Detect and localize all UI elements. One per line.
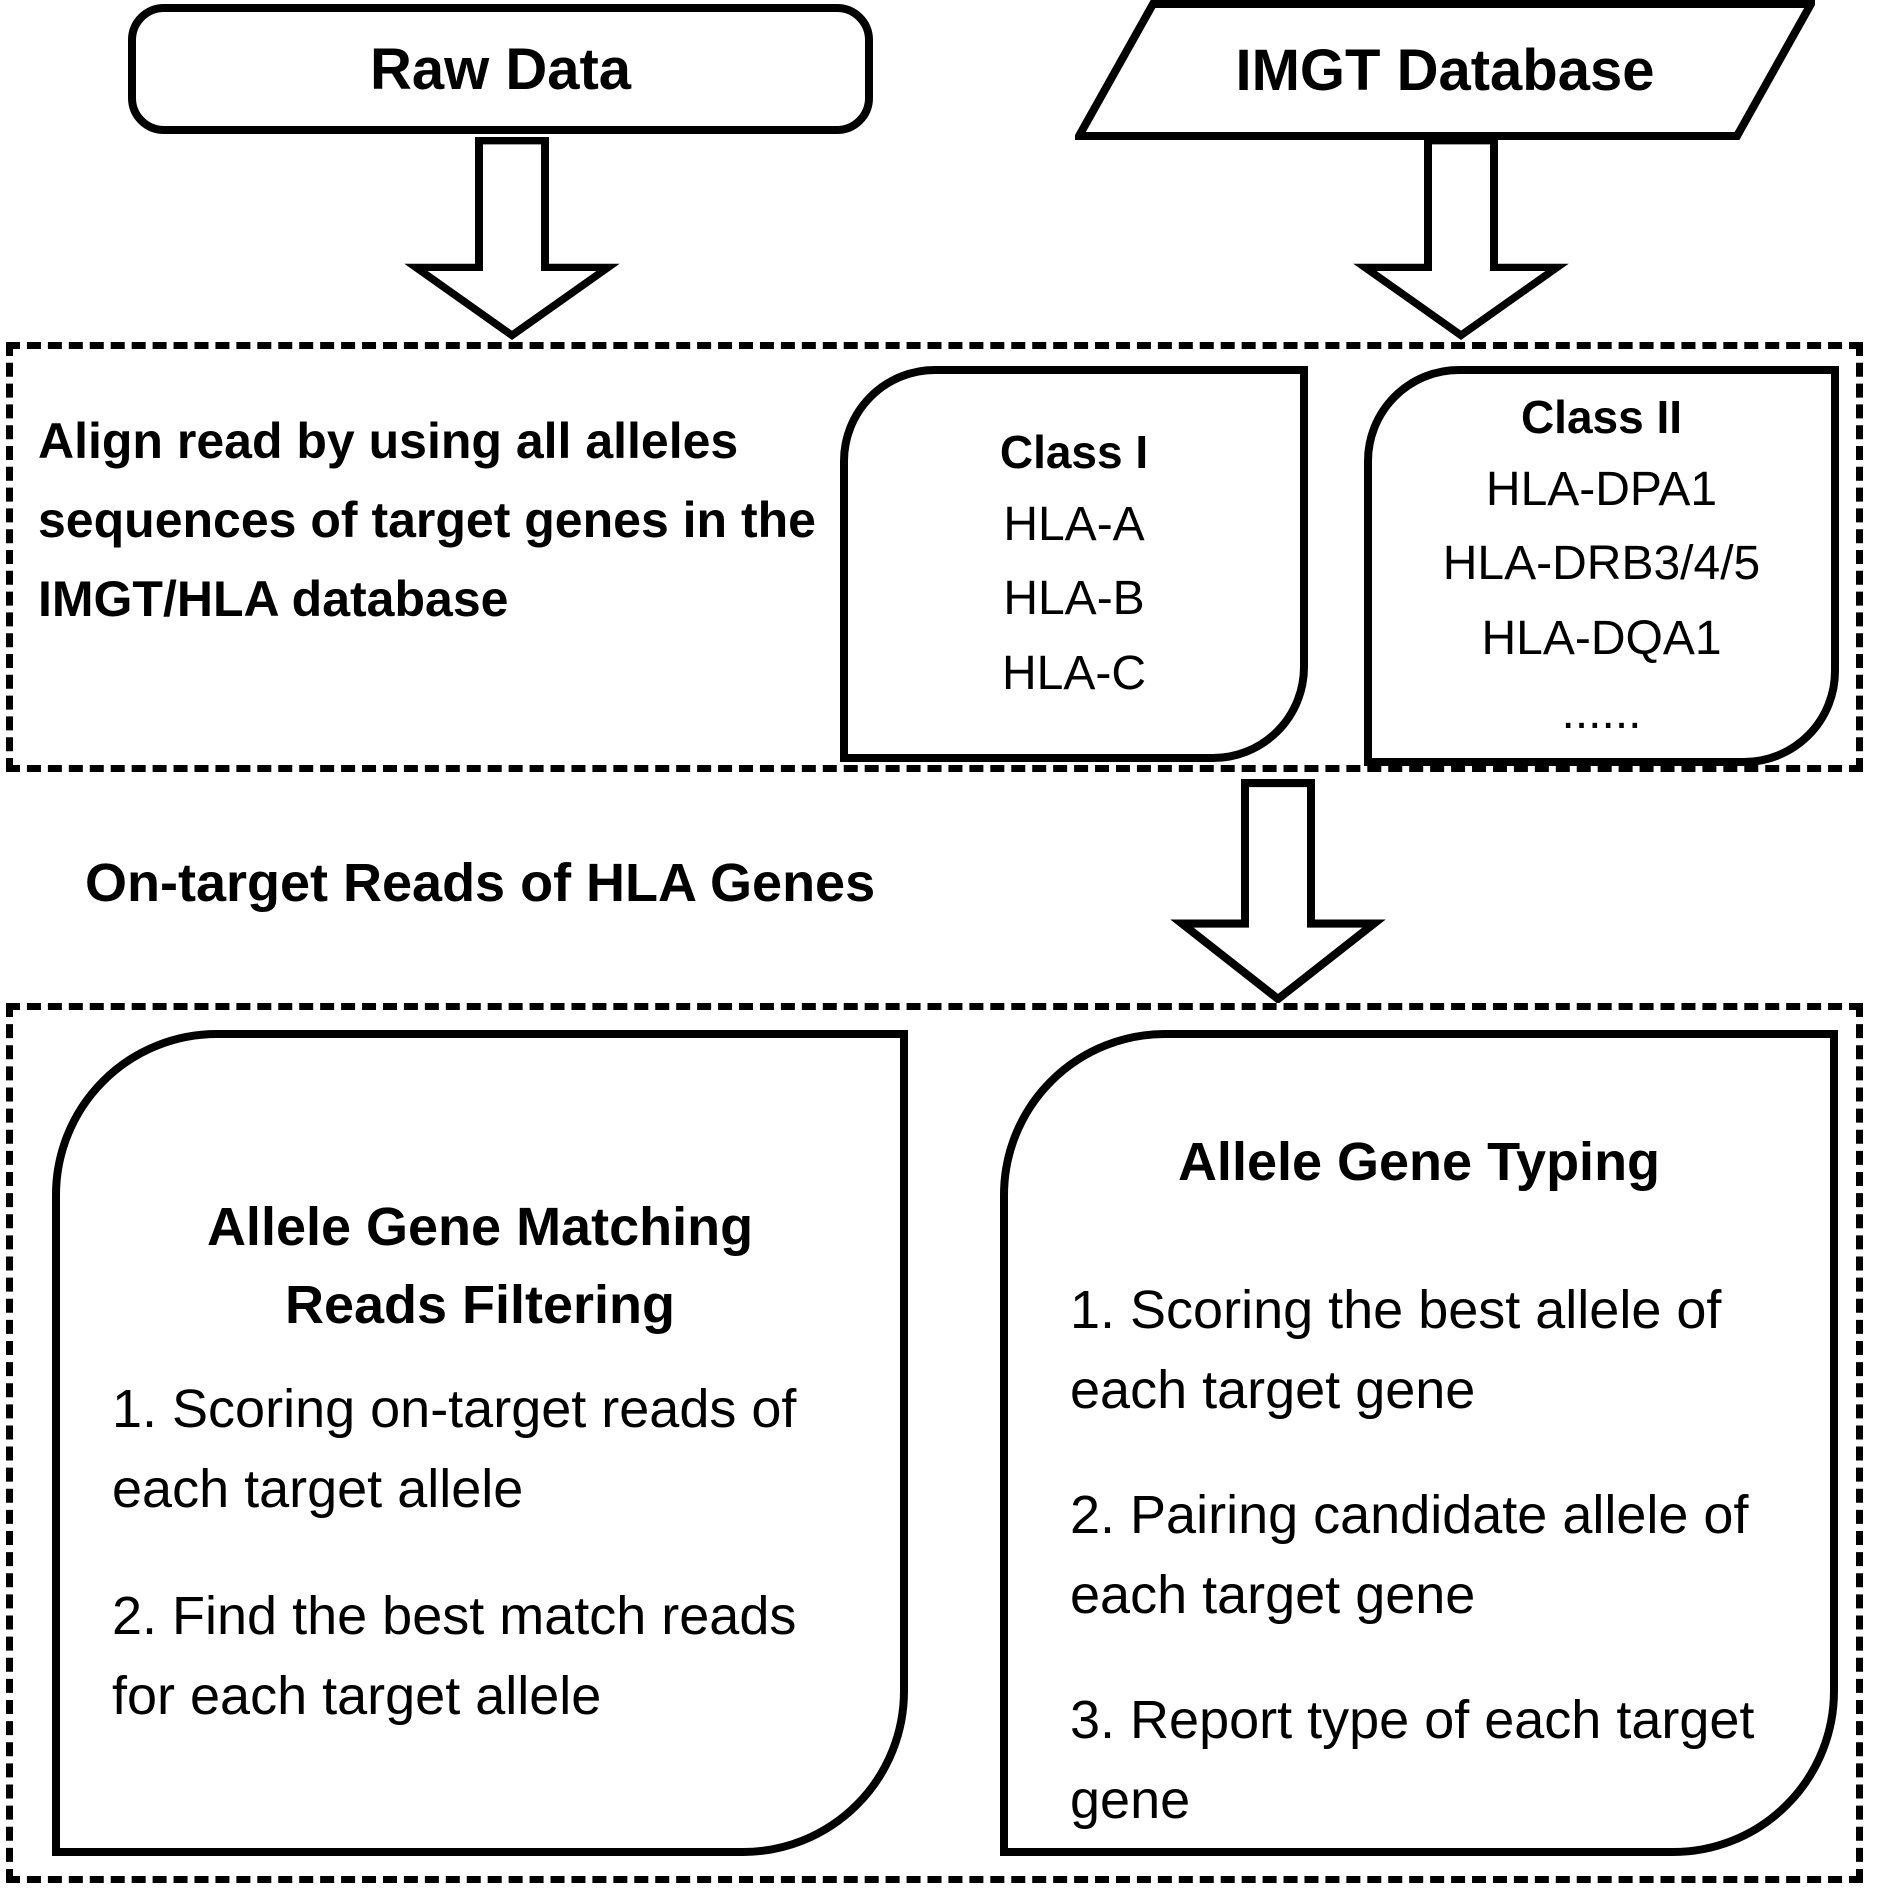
raw-data-node: Raw Data bbox=[128, 4, 873, 134]
raw-data-label: Raw Data bbox=[369, 36, 632, 102]
class-ii-item: HLA-DRB3/4/5 bbox=[1442, 537, 1761, 591]
class-i-item: HLA-B bbox=[1003, 572, 1145, 626]
class-i-title: Class I bbox=[999, 425, 1149, 478]
class-ii-title: Class II bbox=[1520, 390, 1683, 443]
typing-card: Allele Gene Typing 1. Scoring the best a… bbox=[1000, 1030, 1838, 1856]
class-i-item: HLA-A bbox=[1003, 498, 1145, 552]
typing-title: Allele Gene Typing bbox=[1177, 1132, 1661, 1192]
matching-card: Allele Gene Matching Reads Filtering 1. … bbox=[52, 1030, 908, 1856]
class-ii-card: Class II HLA-DPA1 HLA-DRB3/4/5 HLA-DQA1 … bbox=[1364, 366, 1839, 766]
class-ii-item: HLA-DQA1 bbox=[1481, 611, 1722, 665]
matching-step: 2. Find the best match reads for each ta… bbox=[112, 1586, 797, 1727]
class-i-item: HLA-C bbox=[1001, 646, 1147, 700]
merge-down-arrow-icon bbox=[1170, 779, 1386, 1005]
class-ii-item: ...... bbox=[1561, 686, 1642, 740]
matching-step: 1. Scoring on-target reads of each targe… bbox=[112, 1378, 797, 1519]
class-ii-item: HLA-DPA1 bbox=[1485, 462, 1718, 516]
typing-step: 3. Report type of each target gene bbox=[1070, 1689, 1755, 1830]
imgt-down-arrow-icon bbox=[1353, 137, 1569, 340]
matching-title: Allele Gene Matching Reads Filtering bbox=[206, 1197, 754, 1336]
class-i-card: Class I HLA-A HLA-B HLA-C bbox=[840, 366, 1308, 762]
imgt-database-shape bbox=[1075, 0, 1815, 140]
raw-data-down-arrow-icon bbox=[404, 137, 620, 340]
imgt-database-label: IMGT Database bbox=[1235, 37, 1655, 103]
align-step-text: Align read by using all alleles sequence… bbox=[38, 413, 816, 627]
typing-step: 2. Pairing candidate allele of each targ… bbox=[1070, 1485, 1749, 1626]
imgt-database-node: IMGT Database bbox=[1110, 8, 1780, 132]
typing-step: 1. Scoring the best allele of each targe… bbox=[1070, 1280, 1722, 1421]
on-target-reads-label: On-target Reads of HLA Genes bbox=[85, 853, 876, 913]
